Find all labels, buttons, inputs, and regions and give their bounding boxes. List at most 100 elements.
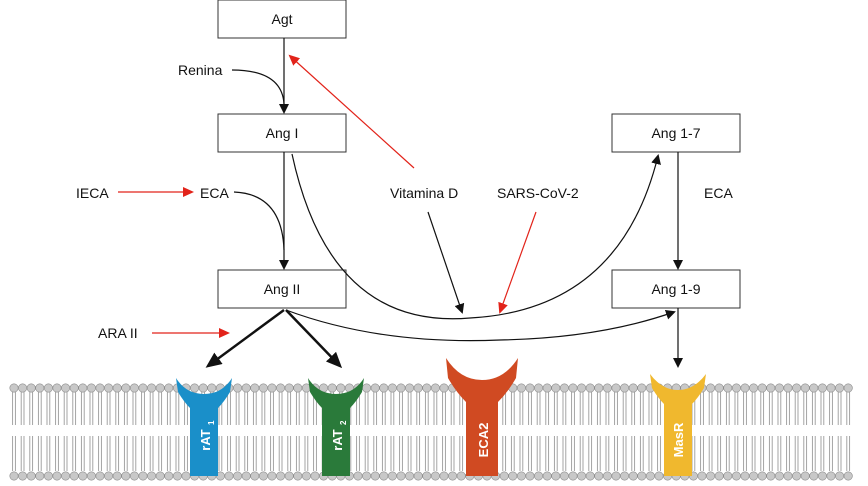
lipid-head [749,471,759,481]
lipid-head [706,471,716,481]
receptor-rat2-sub: 2 [339,420,348,425]
lipid-head [783,471,793,481]
label-eca-right: ECA [704,185,733,201]
lipid-head [155,471,165,481]
lipid-head [422,383,432,393]
lipid-head [620,383,630,393]
lipid-head [568,471,578,481]
lipid-head [9,383,19,393]
node-agt-label: Agt [271,11,292,27]
lipid-head [112,383,122,393]
label-ara2: ARA II [98,325,138,341]
lipid-head [61,383,71,393]
lipid-head [18,471,28,481]
lipid-head [594,383,604,393]
lipid-head [164,383,174,393]
lipid-head [499,471,509,481]
lipid-head [181,471,191,481]
lipid-head [620,471,630,481]
lipid-head [809,383,819,393]
lipid-head [516,383,526,393]
arrow-vitamina-d-red [288,54,415,169]
lipid-head [61,471,71,481]
lipid-head [9,471,19,481]
lipid-head [602,383,612,393]
lipid-head [293,383,303,393]
lipid-head [258,471,268,481]
lipid-head [749,383,759,393]
lipid-head [800,383,810,393]
lipid-head [525,471,535,481]
lipid-head [826,383,836,393]
lipid-head [327,383,337,393]
node-ang17: Ang 1-7 [611,113,741,153]
lipid-head [112,471,122,481]
lipid-head [835,471,845,481]
lipid-head [534,383,544,393]
lipid-head [551,471,561,481]
lipid-head [826,471,836,481]
label-sarscov2: SARS-CoV-2 [497,185,579,201]
lipid-head [448,471,458,481]
lipid-head [362,471,372,481]
lipid-head [757,383,767,393]
lipid-head [224,471,234,481]
node-ang2-label: Ang II [264,281,301,297]
lipid-head [723,471,733,481]
lipid-head [18,383,28,393]
lipid-head [241,383,251,393]
node-ang17-label: Ang 1-7 [651,125,700,141]
lipid-head [637,471,647,481]
lipid-head [740,471,750,481]
lipid-head [155,383,165,393]
lipid-head [35,383,45,393]
lipid-head [35,471,45,481]
receptor-rat2: rAT 2 [308,378,364,476]
lipid-head [370,471,380,481]
lipid-head [628,383,638,393]
lipid-head [611,471,621,481]
lipid-head [43,383,53,393]
lipid-head [95,471,105,481]
arrow-ang2-to-rat2 [285,309,343,369]
lipid-head [534,471,544,481]
receptor-rat1: rAT 1 [176,378,232,476]
lipid-head [740,383,750,393]
lipid-head [525,383,535,393]
lipid-head [817,383,827,393]
lipid-head [190,383,200,393]
lipid-head [276,383,286,393]
lipid-head [757,471,767,481]
lipid-head [104,471,114,481]
lipid-head [585,471,595,481]
lipid-head [43,471,53,481]
lipid-head [800,471,810,481]
arrow-eca-curve [233,191,285,251]
lipid-head [430,383,440,393]
lipid-head [835,383,845,393]
lipid-head [766,471,776,481]
lipid-head [147,471,157,481]
lipid-head [697,471,707,481]
node-ang19-label: Ang 1-9 [651,281,700,297]
arrow-ang1-to-ang17 [291,153,661,320]
label-vitamina-d: Vitamina D [390,185,458,201]
lipid-head [783,383,793,393]
lipid-head [138,383,148,393]
lipid-head [121,383,131,393]
lipid-head [198,383,208,393]
lipid-head [637,383,647,393]
lipid-head [95,383,105,393]
lipid-head [129,471,139,481]
node-ang1: Ang I [217,113,347,153]
lipid-head [276,471,286,481]
lipid-head [714,471,724,481]
lipid-head [233,471,243,481]
lipid-head [121,471,131,481]
lipid-head [731,471,741,481]
receptor-masr-label: MasR [671,422,686,457]
lipid-head [310,471,320,481]
lipid-head [250,383,260,393]
arrow-ang2-to-rat1 [205,308,285,368]
